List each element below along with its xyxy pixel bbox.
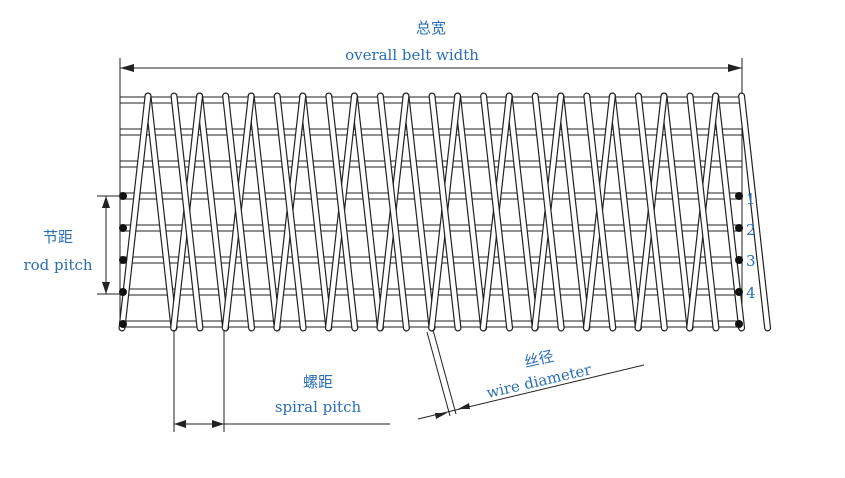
- spiral-wire: [274, 93, 306, 331]
- rod-end-dot: [119, 256, 127, 264]
- arrow-right-icon: [435, 413, 447, 419]
- spiral-wire: [197, 93, 228, 331]
- spiral-wire: [378, 93, 409, 331]
- wire-diameter-extension-2: [432, 329, 457, 415]
- rod-number-1: 1: [746, 190, 756, 208]
- wire-diameter-dimension: [417, 329, 645, 420]
- spiral-wire: [455, 93, 486, 331]
- rod-end-dot: [119, 192, 127, 200]
- spiral-wire: [300, 93, 332, 331]
- spiral-wire: [326, 93, 358, 331]
- spiral-wire: [403, 93, 435, 331]
- spiral-wire: [739, 93, 770, 331]
- spiral-pitch-label-en: spiral pitch: [275, 398, 362, 416]
- spiral-wire: [429, 93, 461, 331]
- rod-end-dot: [119, 224, 127, 232]
- rod-pitch-label-en: rod pitch: [23, 256, 92, 274]
- wire-diameter-label-zh: 丝径: [522, 347, 555, 371]
- arrow-down-icon: [102, 282, 110, 294]
- wire-diameter-extension-1: [426, 331, 451, 417]
- spiral-pitch-dimension: [173, 330, 390, 432]
- mesh-belt: [118, 92, 772, 332]
- rod-end-dot: [735, 192, 743, 200]
- arrow-left-icon: [458, 403, 470, 409]
- spiral-wire: [558, 93, 590, 331]
- spiral-wire: [687, 93, 719, 331]
- rod-end-dot: [735, 288, 743, 296]
- rod-number-3: 3: [746, 252, 756, 270]
- spiral-wire: [119, 93, 151, 331]
- arrow-left-icon: [174, 420, 186, 428]
- spiral-wire: [223, 93, 254, 331]
- rod-pitch-dimension: [97, 195, 122, 295]
- rod-end-dot: [119, 320, 127, 328]
- spiral-wire: [636, 93, 667, 331]
- arrow-left-icon: [120, 64, 134, 72]
- spiral-wire: [145, 93, 177, 331]
- spiral-pitch-label-zh: 螺距: [303, 373, 333, 391]
- overall-width-label-zh: 总宽: [416, 19, 446, 37]
- arrow-up-icon: [102, 196, 110, 208]
- spiral-wire: [661, 93, 693, 331]
- overall-width-label-en: overall belt width: [345, 46, 479, 64]
- spiral-wire: [610, 93, 641, 331]
- rod-end-dot: [119, 288, 127, 296]
- spiral-wire: [248, 93, 280, 331]
- rod-number-2: 2: [746, 221, 756, 239]
- spiral-wire: [352, 93, 383, 331]
- spiral-wire: [481, 93, 512, 331]
- rod-end-dot: [735, 224, 743, 232]
- spiral-wire: [584, 93, 616, 331]
- rod-end-dot: [735, 320, 743, 328]
- arrow-right-icon: [728, 64, 742, 72]
- overall-width-dimension: [119, 58, 743, 100]
- rod-pitch-label-zh: 节距: [43, 228, 73, 246]
- rod-end-dot: [735, 256, 743, 264]
- spiral-wire: [171, 93, 203, 331]
- spiral-wire: [506, 93, 538, 331]
- spiral-wire: [532, 93, 564, 331]
- rod-number-4: 4: [746, 284, 756, 302]
- wire-diameter-leader-line: [417, 364, 645, 420]
- arrow-right-icon: [212, 420, 224, 428]
